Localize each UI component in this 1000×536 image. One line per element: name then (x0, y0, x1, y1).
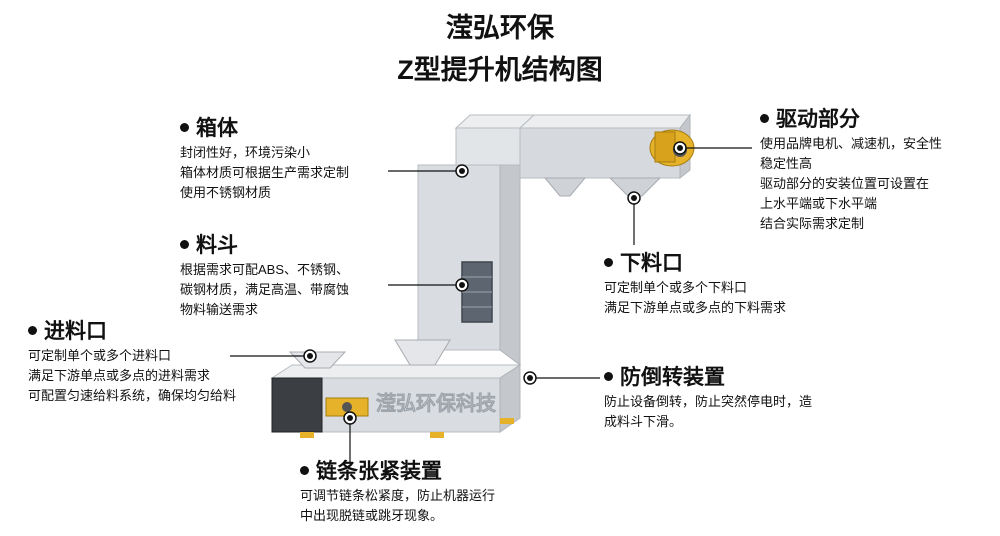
label-box: 箱体 封闭性好，环境污染小 箱体材质可根据生产需求定制 使用不锈钢材质 (180, 115, 349, 203)
label-outlet-head: 下料口 (620, 252, 683, 275)
label-bucket-line: 碳钢材质，满足高温、带腐蚀 (180, 282, 350, 297)
watermark: 滢弘环保科技 (376, 391, 497, 415)
label-drive-line: 驱动部分的安装位置可设置在 (760, 176, 930, 191)
bullet-icon (300, 465, 309, 475)
foot-1 (300, 432, 314, 438)
label-outlet-line: 满足下游单点或多点的下料需求 (604, 300, 787, 315)
label-bucket-line: 根据需求可配ABS、不锈钢、 (180, 262, 350, 277)
outlet-hopper-1 (543, 177, 587, 197)
label-antireverse-head: 防倒转装置 (620, 366, 725, 389)
label-box-line: 箱体材质可根据生产需求定制 (180, 165, 350, 180)
title-line1: 滢弘环保 (446, 13, 554, 43)
label-inlet-head: 进料口 (44, 320, 107, 343)
title-line2: Z型提升机结构图 (397, 55, 603, 85)
label-bucket: 料斗 根据需求可配ABS、不锈钢、 碳钢材质，满足高温、带腐蚀 物料输送需求 (180, 232, 349, 320)
label-drive-head: 驱动部分 (776, 108, 860, 131)
label-box-line: 使用不锈钢材质 (180, 185, 272, 200)
bottom-arm-opening (271, 377, 323, 433)
label-outlet-line: 可定制单个或多个下料口 (604, 280, 748, 295)
outlet-hopper-2 (608, 177, 662, 197)
bullet-icon (760, 113, 769, 123)
column-top (455, 127, 521, 166)
label-drive: 驱动部分 使用品牌电机、减速机，安全性 稳定性高 驱动部分的安装位置可设置在 上… (760, 106, 942, 234)
drive-gearbox (654, 131, 676, 163)
label-tensioner-line: 可调节链条松紧度，防止机器运行 (300, 488, 496, 503)
label-antireverse: 防倒转装置 防止设备倒转，防止突然停电时，造 成料斗下滑。 (604, 364, 812, 432)
label-drive-line: 使用品牌电机、减速机，安全性 (760, 136, 943, 151)
label-inlet-line: 可配置匀速给料系统，确保均匀给料 (28, 388, 237, 403)
label-drive-line: 稳定性高 (760, 156, 813, 171)
bullet-icon (604, 371, 613, 381)
label-antireverse-line: 防止设备倒转，防止突然停电时，造 (604, 394, 813, 409)
inlet-hopper-2 (394, 339, 451, 366)
bottom-arm-side (499, 364, 521, 433)
label-tensioner-line: 中出现脱链或跳牙现象。 (300, 508, 444, 523)
bullet-icon (604, 257, 613, 267)
label-inlet: 进料口 可定制单个或多个进料口 满足下游单点或多点的进料需求 可配置匀速给料系统… (28, 318, 236, 406)
label-inlet-line: 满足下游单点或多点的进料需求 (28, 368, 211, 383)
top-arm-top (518, 114, 692, 129)
bullet-icon (28, 325, 37, 335)
label-tensioner: 链条张紧装置 可调节链条松紧度，防止机器运行 中出现脱链或跳牙现象。 (300, 458, 495, 526)
label-box-line: 封闭性好，环境污染小 (180, 145, 311, 160)
label-bucket-line: 物料输送需求 (180, 302, 259, 317)
foot-3 (500, 418, 514, 424)
foot-2 (430, 432, 444, 438)
bullet-icon (180, 239, 189, 249)
label-outlet: 下料口 可定制单个或多个下料口 满足下游单点或多点的下料需求 (604, 250, 786, 318)
label-antireverse-line: 成料斗下滑。 (604, 414, 683, 429)
column-side (499, 149, 521, 366)
label-bucket-head: 料斗 (196, 234, 238, 257)
label-tensioner-head: 链条张紧装置 (316, 460, 442, 483)
label-inlet-line: 可定制单个或多个进料口 (28, 348, 172, 363)
bullet-icon (180, 122, 189, 132)
label-drive-line: 结合实际需求定制 (760, 216, 865, 231)
label-box-head: 箱体 (196, 117, 238, 140)
label-drive-line: 上水平端或下水平端 (760, 196, 878, 211)
